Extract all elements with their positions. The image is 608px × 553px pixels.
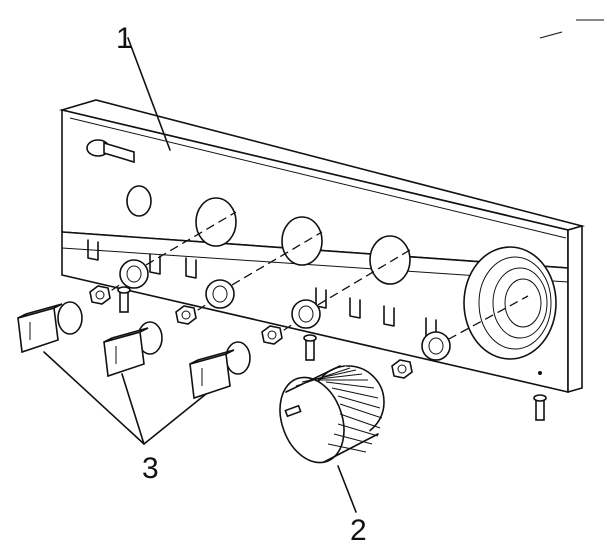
callout-3: 3 [142,452,159,485]
screws [117,286,547,421]
leader-lines [43,37,357,513]
callout-1: 1 [116,22,133,55]
panel-hole-2 [281,216,323,266]
scan-marks [539,19,604,39]
panel-washers [119,259,451,361]
large-panel-opening [463,246,557,360]
panel-hole-small [126,185,152,217]
panel-rivet [538,371,542,375]
large-knurled-knob [279,365,385,464]
selector-knob-1 [17,301,83,354]
panel-hole-3 [369,235,411,285]
callout-2: 2 [350,514,367,547]
selector-knob-3 [189,341,251,400]
selector-knob-2 [103,321,163,378]
hex-nuts [89,285,413,379]
keyhole-slot [86,139,135,164]
panel-hole-1 [195,197,237,247]
